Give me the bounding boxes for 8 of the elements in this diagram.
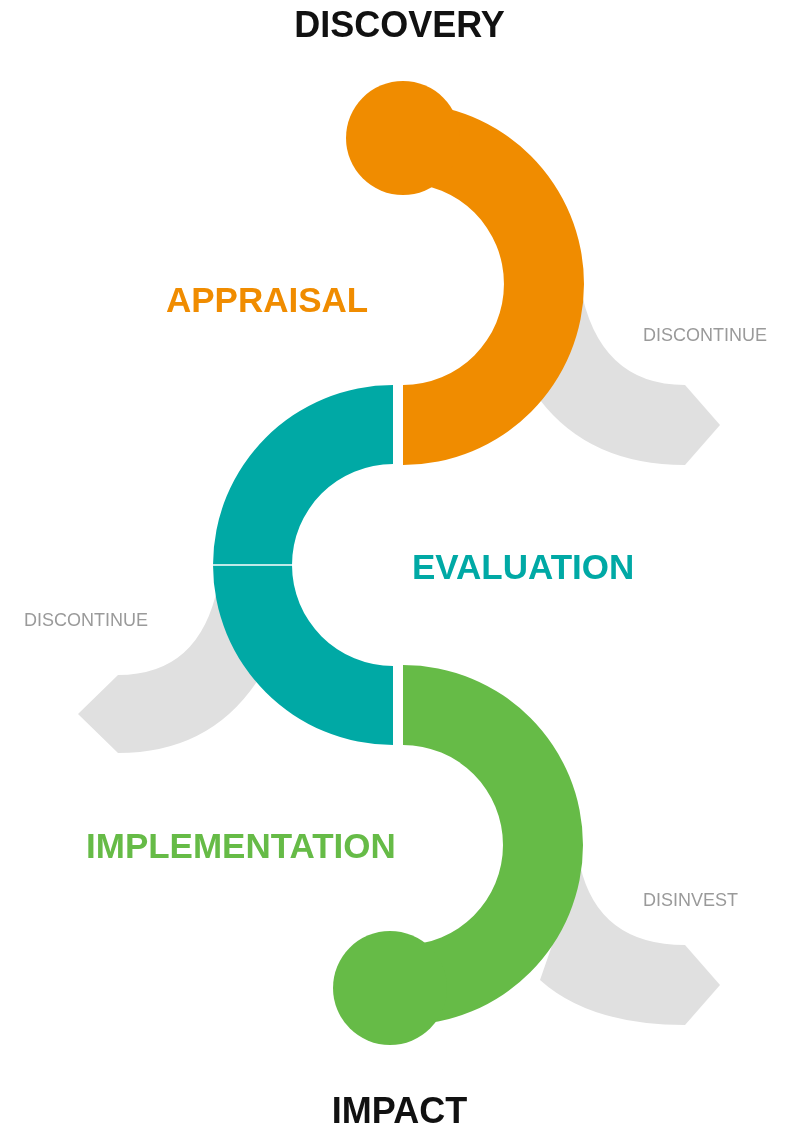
branch-label: DISINVEST bbox=[643, 889, 739, 912]
end-label: IMPACT bbox=[330, 1089, 469, 1133]
branch-label: DISCONTINUE bbox=[643, 324, 767, 347]
stage-label: IMPLEMENTATION bbox=[86, 825, 396, 867]
stage-label: EVALUATION bbox=[412, 546, 635, 588]
end-label: DISCOVERY bbox=[293, 3, 506, 47]
branch-label: DISCONTINUE bbox=[24, 609, 148, 632]
stage-label: APPRAISAL bbox=[166, 279, 369, 321]
